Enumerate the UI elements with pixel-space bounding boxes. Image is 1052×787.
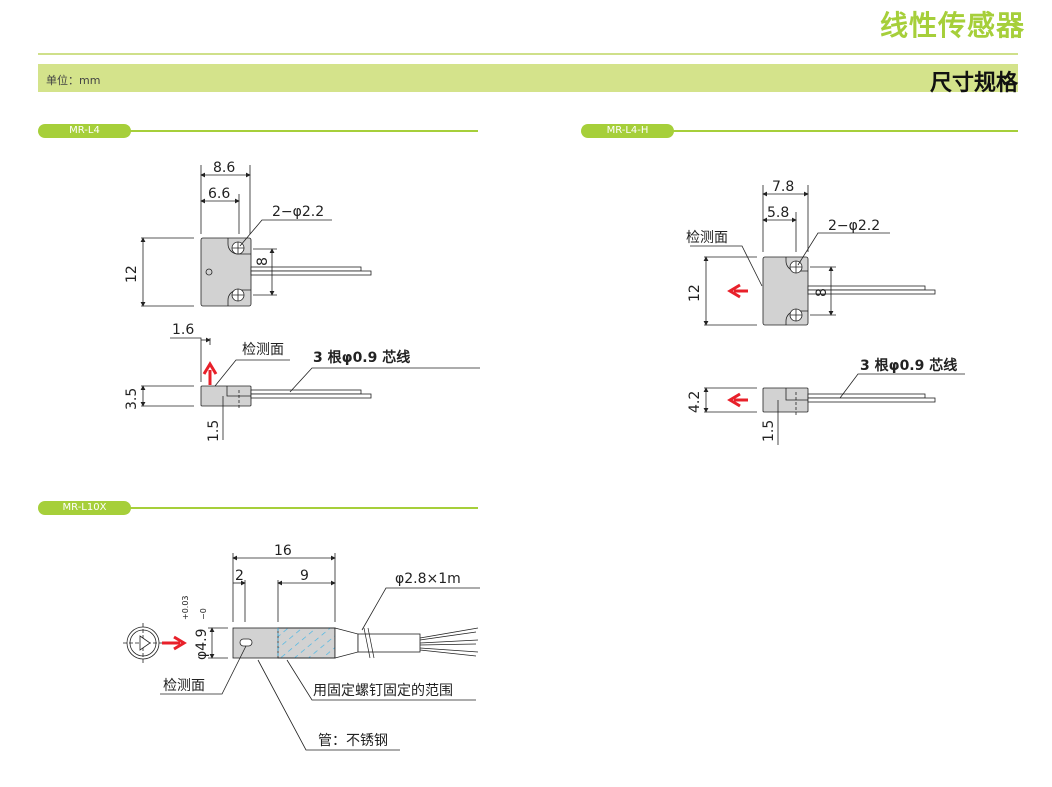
detect-direction-arrow-icon: [727, 392, 748, 408]
detect-face-label: 检测面: [163, 678, 205, 694]
dim-width: 7.8: [772, 179, 794, 195]
model-tag-mr-l10x: MR-L10X: [38, 501, 131, 515]
unit-label: 单位：mm: [46, 74, 101, 87]
divider: [670, 130, 1018, 132]
tolerance-plus: +0.03: [181, 595, 190, 620]
tolerance-minus: −0: [199, 608, 208, 620]
dim-depth: 1.5: [206, 420, 222, 442]
mr-l4-h-top-view: [690, 185, 936, 326]
model-tag-mr-l4: MR-L4: [38, 124, 131, 138]
section-title: 尺寸规格: [929, 71, 1018, 96]
dim-hole-position: 5.8: [767, 205, 789, 221]
section-band: 单位：mm 尺寸规格: [38, 64, 1018, 96]
dim-fix: 9: [300, 568, 309, 584]
detect-direction-arrow-icon: [202, 361, 218, 385]
dim-depth: 1.5: [761, 420, 777, 442]
dim-height: 12: [687, 284, 703, 302]
mr-l4-h-side-view: [703, 373, 965, 445]
mr-l4-side-view: [140, 337, 480, 440]
header-divider: [38, 53, 1018, 55]
dim-hole-pitch: 8: [814, 288, 830, 297]
dim-thickness: 3.5: [124, 388, 140, 410]
divider: [128, 130, 478, 132]
divider: [128, 507, 478, 509]
detect-face-label: 检测面: [242, 342, 284, 358]
cable-label: φ2.8×1m: [395, 571, 461, 587]
dim-width: 8.6: [213, 160, 235, 176]
page-title: 线性传感器: [879, 9, 1025, 42]
dim-offset: 1.6: [172, 322, 194, 338]
mr-l4-top-view: [140, 165, 372, 307]
hole-callout: 2−φ2.2: [272, 204, 324, 220]
dim-hole-pitch: 8: [255, 257, 271, 266]
dim-height: 12: [124, 265, 140, 283]
mr-l10x-view: [123, 553, 480, 751]
model-tag-mr-l4-h: MR-L4-H: [581, 124, 674, 138]
tube-material-label: 管：不锈钢: [318, 733, 388, 749]
detect-direction-arrow-icon: [162, 635, 187, 651]
fix-range-label: 用固定螺钉固定的范围: [313, 682, 453, 699]
dim-face: 2: [235, 568, 244, 584]
dim-hole-position: 6.6: [208, 186, 230, 202]
wires-label: 3 根φ0.9 芯线: [313, 349, 410, 366]
detect-face-label: 检测面: [686, 230, 728, 246]
dim-thickness: 4.2: [687, 391, 703, 413]
diameter-label: φ4.9: [194, 629, 210, 661]
wires-label: 3 根φ0.9 芯线: [860, 357, 957, 374]
dim-length: 16: [274, 543, 292, 559]
hole-callout: 2−φ2.2: [828, 218, 880, 234]
detect-direction-arrow-icon: [727, 283, 748, 299]
